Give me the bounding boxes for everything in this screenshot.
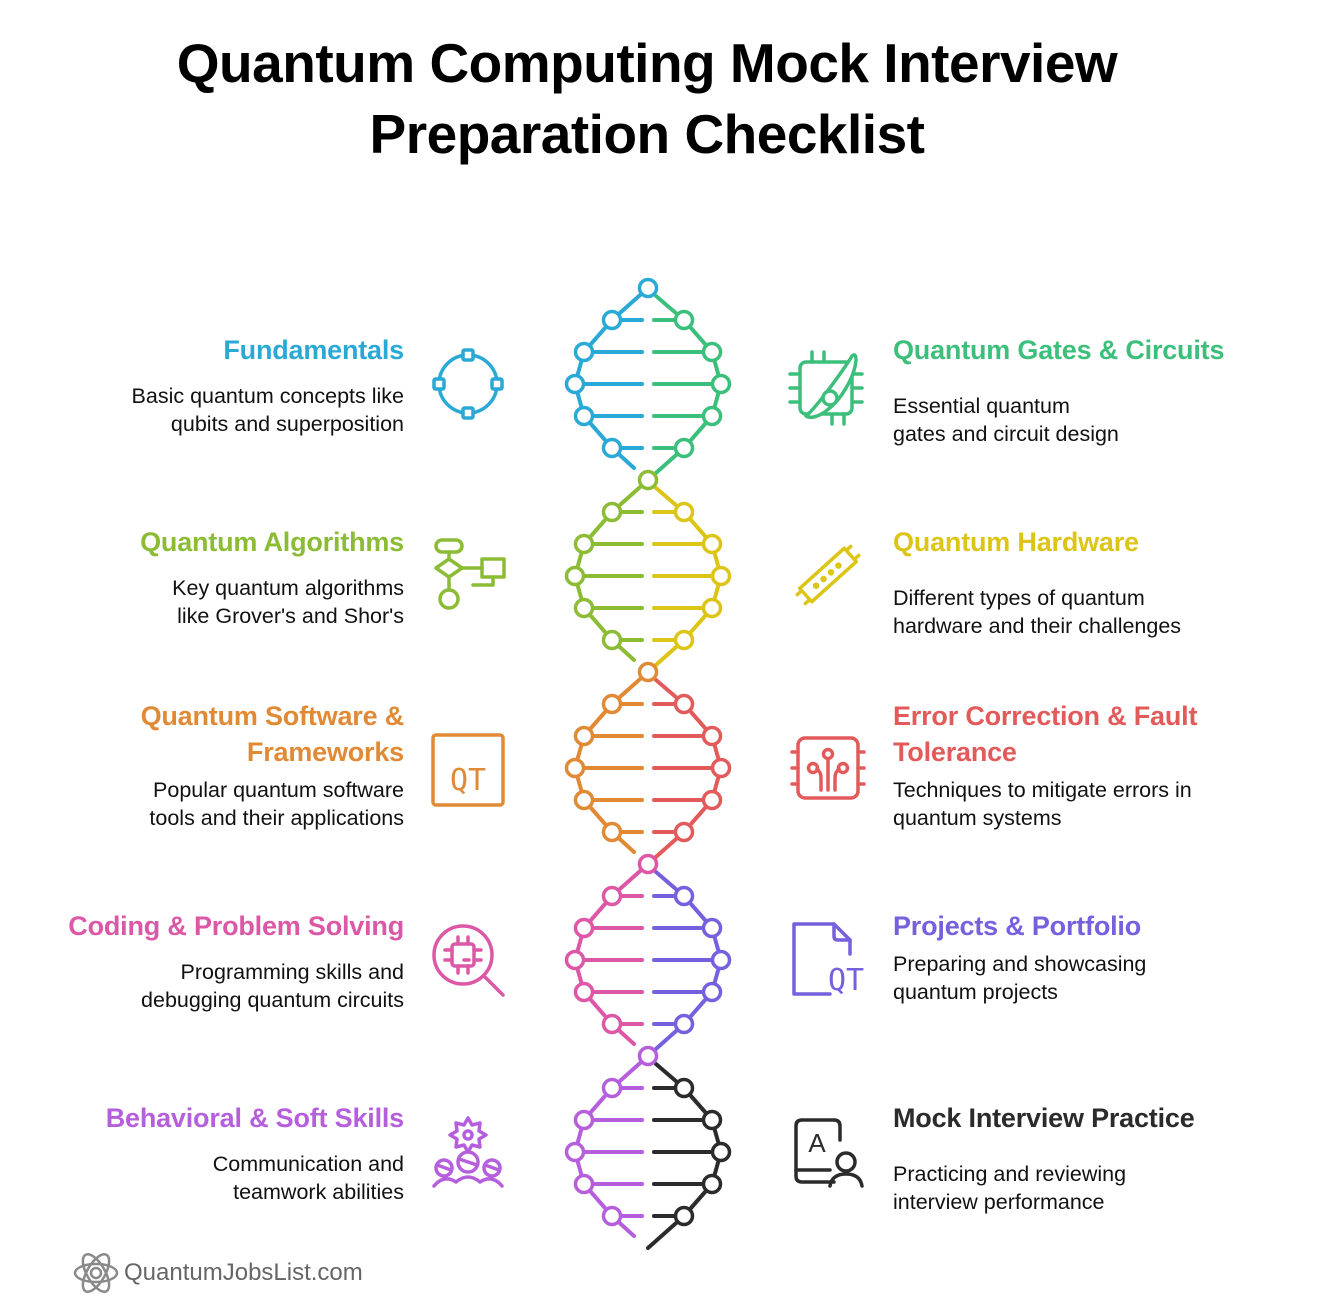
desc-line: Practicing and reviewing — [893, 1162, 1127, 1186]
brand-name: QuantumJobsList.com — [124, 1259, 363, 1286]
flowchart-icon — [428, 535, 508, 615]
title-line: Frameworks — [246, 737, 404, 767]
item-description: Different types of quantum hardware and … — [893, 584, 1273, 640]
item-description: Techniques to mitigate errors in quantum… — [893, 776, 1273, 832]
item-title: Quantum Software & Frameworks — [24, 698, 405, 770]
title-line-2: Preparation Checklist — [369, 103, 925, 165]
atom-icon — [73, 1253, 119, 1293]
circle-nodes-icon — [428, 344, 508, 424]
desc-line: debugging quantum circuits — [141, 988, 404, 1012]
desc-line: quantum projects — [893, 980, 1058, 1004]
item-description: Programming skills and debugging quantum… — [24, 958, 404, 1014]
item-quantum-algorithms: Quantum Algorithms Key quantum algorithm… — [24, 524, 404, 630]
item-projects-portfolio: Projects & Portfolio Preparing and showc… — [893, 908, 1273, 1006]
item-description: Key quantum algorithms like Grover's and… — [24, 574, 404, 630]
page-title: Quantum Computing Mock Interview Prepara… — [0, 28, 1294, 170]
desc-line: Popular quantum software — [153, 778, 404, 802]
title-line: Tolerance — [893, 737, 1017, 767]
item-description: Communication and teamwork abilities — [24, 1150, 404, 1206]
desc-line: hardware and their challenges — [893, 614, 1182, 638]
item-quantum-gates-circuits: Quantum Gates & Circuits Essential quant… — [893, 332, 1273, 448]
svg-text:QT: QT — [450, 763, 486, 798]
item-title: Fundamentals — [223, 335, 404, 365]
item-behavioral-soft-skills: Behavioral & Soft Skills Communication a… — [24, 1100, 404, 1206]
item-quantum-software: Quantum Software & Frameworks Popular qu… — [24, 698, 405, 832]
item-title: Quantum Hardware — [893, 527, 1139, 557]
chip-orbit-icon — [788, 348, 868, 428]
desc-line: Essential quantum — [893, 394, 1070, 418]
dna-helix — [564, 277, 732, 1250]
hardware-tube-icon — [788, 535, 868, 615]
desc-line: interview performance — [893, 1190, 1105, 1214]
item-description: Preparing and showcasing quantum project… — [893, 950, 1273, 1006]
desc-line: gates and circuit design — [893, 422, 1119, 446]
item-fundamentals: Fundamentals Basic quantum concepts like… — [24, 332, 405, 438]
desc-line: Communication and — [212, 1152, 404, 1176]
desc-line: qubits and superposition — [170, 412, 404, 436]
item-title: Projects & Portfolio — [893, 911, 1142, 941]
desc-line: Techniques to mitigate errors in — [893, 778, 1192, 802]
item-mock-interview-practice: Mock Interview Practice Practicing and r… — [893, 1100, 1273, 1216]
title-line: Quantum Software & — [140, 701, 405, 731]
circuit-chip-icon — [788, 728, 868, 808]
interview-user-icon: A — [788, 1112, 868, 1192]
desc-line: quantum systems — [893, 806, 1062, 830]
item-description: Essential quantum gates and circuit desi… — [893, 392, 1273, 448]
item-coding-problem-solving: Coding & Problem Solving Programming ski… — [24, 908, 404, 1014]
item-title: Quantum Algorithms — [140, 527, 404, 557]
item-title: Quantum Gates & Circuits — [893, 335, 1225, 365]
qt-box-icon: QT — [428, 730, 508, 810]
item-title: Behavioral & Soft Skills — [105, 1103, 404, 1133]
svg-text:A: A — [808, 1128, 826, 1158]
qt-file-icon: QT — [788, 918, 868, 998]
item-title: Coding & Problem Solving — [68, 911, 404, 941]
item-title: Error Correction & Fault Tolerance — [893, 698, 1273, 770]
item-description: Practicing and reviewing interview perfo… — [893, 1160, 1273, 1216]
item-description: Popular quantum software tools and their… — [24, 776, 404, 832]
desc-line: tools and their applications — [149, 806, 404, 830]
title-line: Error Correction & Fault — [893, 701, 1198, 731]
desc-line: Different types of quantum — [893, 586, 1145, 610]
desc-line: Basic quantum concepts like — [131, 384, 404, 408]
team-gear-icon — [428, 1112, 508, 1192]
item-quantum-hardware: Quantum Hardware Different types of quan… — [893, 524, 1273, 640]
brand-footer: QuantumJobsList.com — [72, 1246, 363, 1300]
svg-text:QT: QT — [828, 963, 864, 998]
desc-line: Key quantum algorithms — [172, 576, 404, 600]
desc-line: Preparing and showcasing — [893, 952, 1147, 976]
chip-search-icon — [428, 920, 508, 1000]
desc-line: teamwork abilities — [233, 1180, 404, 1204]
title-line-1: Quantum Computing Mock Interview — [176, 32, 1118, 94]
desc-line: like Grover's and Shor's — [177, 604, 404, 628]
item-description: Basic quantum concepts like qubits and s… — [24, 382, 404, 438]
desc-line: Programming skills and — [180, 960, 404, 984]
item-error-correction: Error Correction & Fault Tolerance Techn… — [893, 698, 1273, 832]
item-title: Mock Interview Practice — [893, 1103, 1195, 1133]
